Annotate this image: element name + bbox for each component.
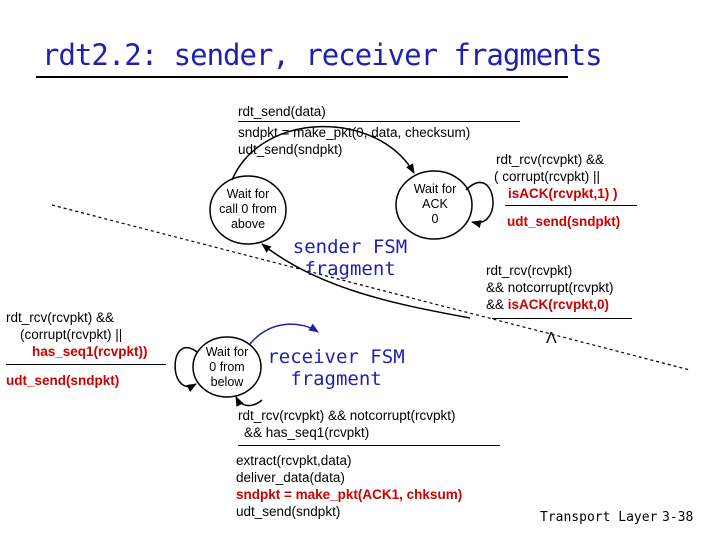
- footer-course: Transport Layer: [540, 510, 658, 525]
- state-wait-call-label: Wait for call 0 from above: [219, 187, 277, 231]
- resend-event-3: isACK(rcvpkt,1) ): [508, 186, 618, 201]
- deliver-action-3: sndpkt = make_pkt(ACK1, chksum): [236, 487, 463, 502]
- dup-event-2: (corrupt(rcvpkt) ||: [20, 327, 123, 342]
- title-underline: [36, 76, 568, 78]
- send-action-2: udt_send(sndpkt): [238, 142, 343, 157]
- dup-event-3: has_seq1(rcvpkt)): [32, 344, 148, 359]
- arrow-receiver-incoming: [235, 396, 263, 407]
- state-wait-ack-0: [395, 170, 473, 240]
- send-divider: [238, 121, 520, 122]
- resend-action: udt_send(sndpkt): [507, 214, 621, 229]
- ack-event-2: && notcorrupt(rcvpkt): [486, 280, 614, 295]
- dup-action: udt_send(sndpkt): [6, 373, 120, 388]
- deliver-event-1: rdt_rcv(rcvpkt) && notcorrupt(rcvpkt): [238, 408, 456, 423]
- ack-action-lambda: Λ: [546, 330, 557, 347]
- send-action-1: sndpkt = make_pkt(0, data, checksum): [238, 125, 471, 140]
- slide-title: rdt2.2: sender, receiver fragments: [42, 38, 603, 72]
- arrow-send-data: [231, 125, 415, 181]
- resend-divider: [505, 205, 637, 206]
- dup-event-1: rdt_rcv(rcvpkt) &&: [6, 310, 115, 325]
- deliver-event-2: && has_seq1(rcvpkt): [244, 425, 370, 440]
- receiver-fsm-label: receiver FSM fragment: [267, 346, 405, 390]
- resend-event-2: ( corrupt(rcvpkt) ||: [494, 169, 601, 184]
- deliver-action-4: udt_send(sndpkt): [236, 504, 341, 519]
- state-wait-0-label: Wait for 0 from below: [205, 345, 249, 389]
- deliver-action-2: deliver_data(data): [236, 470, 345, 485]
- deliver-divider: [238, 445, 500, 446]
- ack-event-3: && isACK(rcvpkt,0): [486, 297, 610, 312]
- dup-divider: [6, 364, 166, 365]
- ack-divider: [492, 318, 632, 319]
- deliver-action-1: extract(rcvpkt,data): [236, 453, 352, 468]
- state-wait-0-below: [192, 336, 262, 398]
- arrow-dup-loop: [174, 347, 198, 392]
- resend-event-1: rdt_rcv(rcvpkt) &&: [496, 152, 605, 167]
- arrow-resend-loop: [465, 181, 494, 228]
- sender-fsm-label: sender FSM fragment: [292, 236, 408, 280]
- state-wait-ack-label: Wait for ACK 0: [413, 182, 457, 226]
- arrow-ack0: [261, 243, 471, 319]
- footer-page: 3-38: [662, 510, 694, 525]
- fsm-separator: [51, 204, 691, 371]
- arrow-receiver-advance: [249, 323, 319, 345]
- state-wait-call-0: [209, 175, 287, 245]
- ack-event-1: rdt_rcv(rcvpkt): [486, 263, 573, 278]
- send-event: rdt_send(data): [238, 104, 326, 119]
